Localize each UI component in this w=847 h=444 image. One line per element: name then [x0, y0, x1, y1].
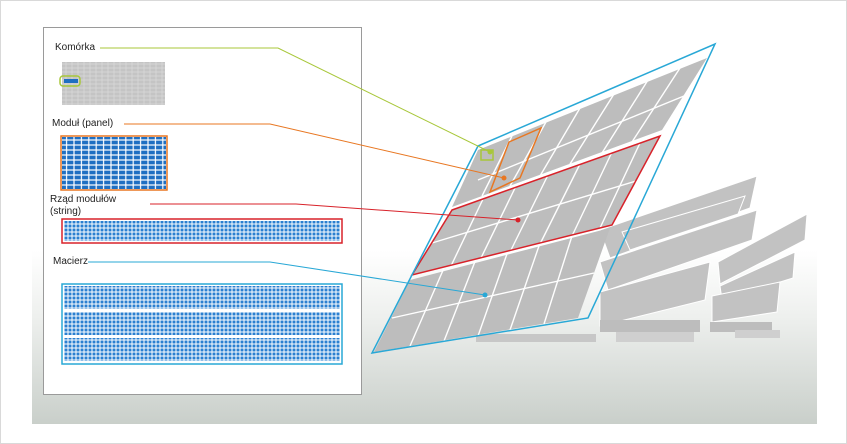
- string-label-line1: Rząd modułów: [50, 194, 117, 205]
- module-label: Moduł (panel): [52, 118, 114, 129]
- cell-grid-icon: [59, 62, 165, 105]
- cell-label: Komórka: [55, 42, 96, 53]
- module-connector-dot: [501, 175, 507, 181]
- cell-highlight-outline: [59, 75, 81, 87]
- string-connector-dot: [515, 217, 521, 223]
- string-label-line2: (string): [50, 206, 82, 217]
- string-icon: [61, 218, 343, 244]
- main-string-middle: [412, 136, 660, 275]
- array-label: Macierz: [53, 256, 89, 267]
- main-string-bottom: [374, 228, 610, 352]
- array-connector-line: [88, 261, 486, 296]
- array-connector-dot: [482, 292, 488, 298]
- background-panels: [476, 175, 808, 342]
- array-icon: [61, 283, 343, 365]
- main-array-outline: [370, 42, 717, 354]
- module-icon: [60, 135, 168, 191]
- highlighted-cell: [64, 79, 78, 83]
- main-array: [370, 42, 717, 354]
- string-connector-line: [150, 203, 519, 221]
- module-connector-line: [124, 123, 505, 179]
- cell-connector-line: [100, 47, 491, 153]
- main-string-highlight: [410, 134, 662, 277]
- main-module-highlight: [488, 126, 543, 194]
- cell-connector-dot: [487, 149, 493, 155]
